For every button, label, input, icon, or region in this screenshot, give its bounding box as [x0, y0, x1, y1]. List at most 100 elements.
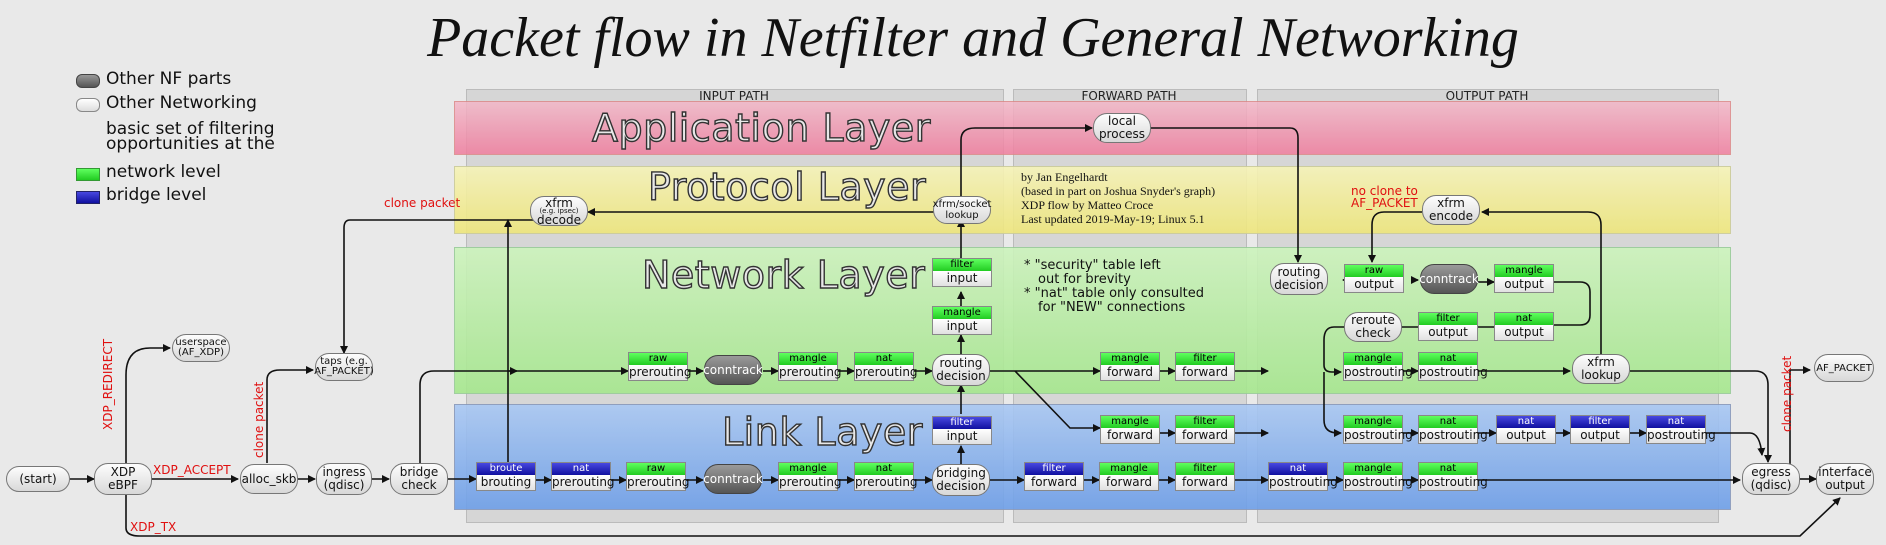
table-name: filter [1176, 463, 1234, 475]
no-clone-label: no clone to [1351, 184, 1418, 198]
table-name: mangle [1101, 353, 1159, 365]
table-name: filter [933, 259, 991, 271]
chain-name: postrouting [1344, 428, 1413, 443]
node-line: local [1108, 114, 1136, 128]
arrow [419, 367, 518, 463]
credit-line: XDP flow by Matteo Croce [1021, 198, 1154, 212]
chain-name: prerouting [629, 365, 692, 380]
table-name: raw [629, 353, 687, 365]
table-name: nat [1497, 416, 1555, 428]
arrow [1706, 432, 1766, 456]
table-name: raw [1345, 265, 1403, 277]
table-name: nat [1647, 416, 1705, 428]
arrow [960, 124, 1093, 196]
table-name: filter [1571, 416, 1629, 428]
chain-name: forward [1101, 428, 1159, 443]
node-line: interface [1818, 465, 1872, 479]
node-line: routing [1277, 265, 1321, 279]
table-name: mangle [779, 353, 837, 365]
table-name: broute [477, 463, 535, 475]
chain-name: input [933, 429, 991, 444]
node-line: bridge [399, 465, 439, 479]
clone-packet-label: clone packet [252, 381, 266, 458]
note-line: out for brevity [1038, 272, 1131, 287]
node-line: lookup [945, 210, 979, 221]
no-clone-label: AF_PACKET [1351, 196, 1418, 210]
chain-name: postrouting [1419, 428, 1488, 443]
node-line: process [1098, 127, 1146, 141]
legend-bridge-level: bridge level [106, 185, 207, 205]
chain-name: forward [1100, 475, 1158, 490]
arrow [1323, 372, 1342, 437]
table-name: nat [1419, 416, 1477, 428]
chain-name: prerouting [779, 365, 842, 380]
ingress-node: ingress(qdisc) [316, 463, 372, 495]
legend-swatch-nf [76, 74, 100, 88]
chain-name: postrouting [1419, 475, 1488, 490]
node-line: xfrm [1587, 355, 1615, 369]
table-name: filter [1176, 416, 1234, 428]
node-line: encode [1429, 209, 1473, 223]
table-name: mangle [933, 307, 991, 319]
node-line: lookup [1581, 368, 1621, 382]
table-name: mangle [1101, 416, 1159, 428]
userspace-node: userspace(AF_XDP) [172, 334, 230, 362]
credit-line: Last updated 2019-May-19; Linux 5.1 [1021, 212, 1205, 226]
chain-name: output [1495, 325, 1553, 340]
af-packet-node: AF_PACKET [1814, 354, 1874, 382]
chain-name: prerouting [779, 475, 842, 490]
node-line: alloc_skb [241, 471, 297, 486]
alloc-skb-node: alloc_skb [240, 464, 298, 494]
arrow [1535, 281, 1591, 329]
table-name: raw [627, 463, 685, 475]
page-title: Packet flow in Netfilter and General Net… [427, 7, 1519, 69]
table-name: mangle [1100, 463, 1158, 475]
table-name: mangle [1495, 265, 1553, 277]
node-line: reroute [1351, 313, 1395, 327]
conntrack-node: conntrack [703, 355, 763, 385]
node-line: check [401, 478, 437, 492]
chain-name: forward [1025, 475, 1083, 490]
chain-name: prerouting [552, 475, 615, 490]
node-line: (e.g. ipsec) [539, 206, 579, 215]
arrow [125, 495, 1841, 537]
table-name: nat [1419, 353, 1477, 365]
chain-name: output [1497, 428, 1555, 443]
node-line: AF_PACKET) [314, 366, 374, 377]
input-path-label: INPUT PATH [699, 89, 769, 103]
chain-name: prerouting [855, 475, 918, 490]
node-line: conntrack [1419, 271, 1479, 286]
credit-line: (based in part on Joshua Snyder's graph) [1021, 184, 1216, 198]
protocol-layer-title: Protocol Layer [647, 164, 927, 209]
node-line: output [1825, 478, 1865, 492]
arrow [1150, 127, 1302, 263]
legend-swatch-blue [76, 191, 100, 204]
legend-other-networking: Other Networking [106, 93, 257, 113]
conntrack-node: conntrack [703, 464, 763, 494]
chain-name: brouting [477, 475, 535, 490]
